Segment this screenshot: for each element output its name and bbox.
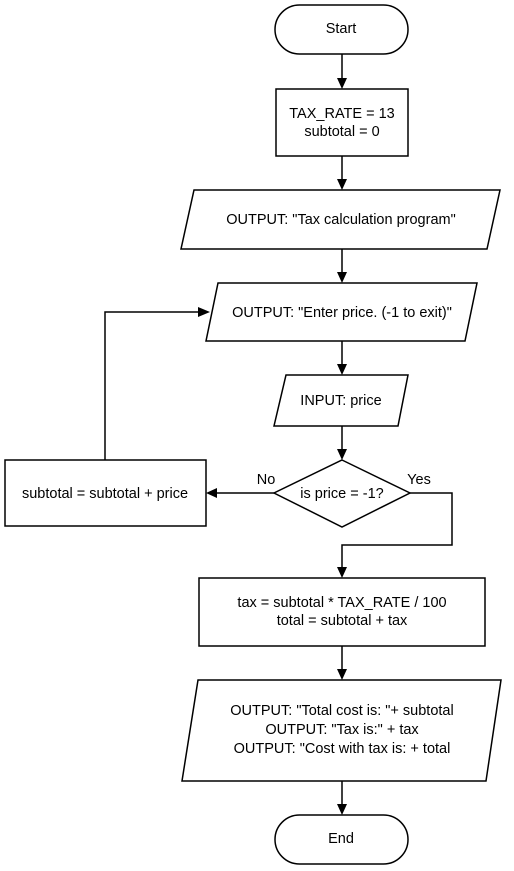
arrowhead-icon bbox=[337, 804, 347, 815]
arrowhead-icon bbox=[206, 488, 217, 498]
input-price-label: INPUT: price bbox=[300, 393, 381, 409]
arrowhead-icon bbox=[337, 364, 347, 375]
output-prompt-node: OUTPUT: "Enter price. (-1 to exit)" bbox=[205, 282, 478, 342]
end-node: End bbox=[274, 814, 409, 865]
output-results-line-2: OUTPUT: "Tax is:" + tax bbox=[265, 722, 419, 738]
edge-start-to-init bbox=[337, 54, 347, 89]
edge-output-title-to-prompt bbox=[337, 249, 347, 283]
arrowhead-icon bbox=[337, 567, 347, 578]
output-title-node: OUTPUT: "Tax calculation program" bbox=[180, 189, 501, 250]
init-line-1: TAX_RATE = 13 bbox=[289, 106, 394, 122]
end-label: End bbox=[328, 831, 354, 847]
output-results-node: OUTPUT: "Total cost is: "+ subtotal OUTP… bbox=[181, 679, 502, 782]
edge-label-yes: Yes bbox=[407, 472, 431, 488]
accumulate-label: subtotal = subtotal + price bbox=[22, 486, 188, 502]
output-title-label: OUTPUT: "Tax calculation program" bbox=[226, 212, 455, 228]
edge-decision-yes bbox=[337, 492, 453, 578]
output-results-line-1: OUTPUT: "Total cost is: "+ subtotal bbox=[230, 703, 453, 719]
compute-line-1: tax = subtotal * TAX_RATE / 100 bbox=[237, 595, 446, 611]
decision-label: is price = -1? bbox=[300, 486, 383, 502]
edge-input-to-decision bbox=[337, 426, 347, 460]
input-price-node: INPUT: price bbox=[273, 374, 409, 427]
init-line-2: subtotal = 0 bbox=[304, 124, 379, 140]
arrowhead-icon bbox=[337, 669, 347, 680]
edge-init-to-output-title bbox=[337, 156, 347, 190]
output-prompt-label: OUTPUT: "Enter price. (-1 to exit)" bbox=[232, 305, 452, 321]
arrowhead-icon bbox=[337, 78, 347, 89]
arrowhead-icon bbox=[337, 449, 347, 460]
accumulate-node: subtotal = subtotal + price bbox=[4, 459, 207, 527]
edge-decision-no bbox=[206, 488, 274, 498]
edge-results-to-end bbox=[337, 781, 347, 815]
edge-loop-back bbox=[104, 307, 210, 460]
arrowhead-icon bbox=[337, 179, 347, 190]
edge-compute-to-results bbox=[337, 646, 347, 680]
compute-process-node: tax = subtotal * TAX_RATE / 100 total = … bbox=[198, 577, 486, 647]
compute-line-2: total = subtotal + tax bbox=[277, 613, 408, 629]
decision-node: is price = -1? bbox=[272, 459, 412, 528]
start-node: Start bbox=[274, 4, 409, 55]
init-process-node: TAX_RATE = 13 subtotal = 0 bbox=[275, 88, 409, 157]
start-label: Start bbox=[326, 21, 357, 37]
arrowhead-icon bbox=[337, 272, 347, 283]
edge-prompt-to-input bbox=[337, 341, 347, 375]
edge-label-no: No bbox=[257, 472, 276, 488]
arrowhead-icon bbox=[198, 307, 210, 317]
output-results-line-3: OUTPUT: "Cost with tax is: + total bbox=[234, 741, 451, 757]
